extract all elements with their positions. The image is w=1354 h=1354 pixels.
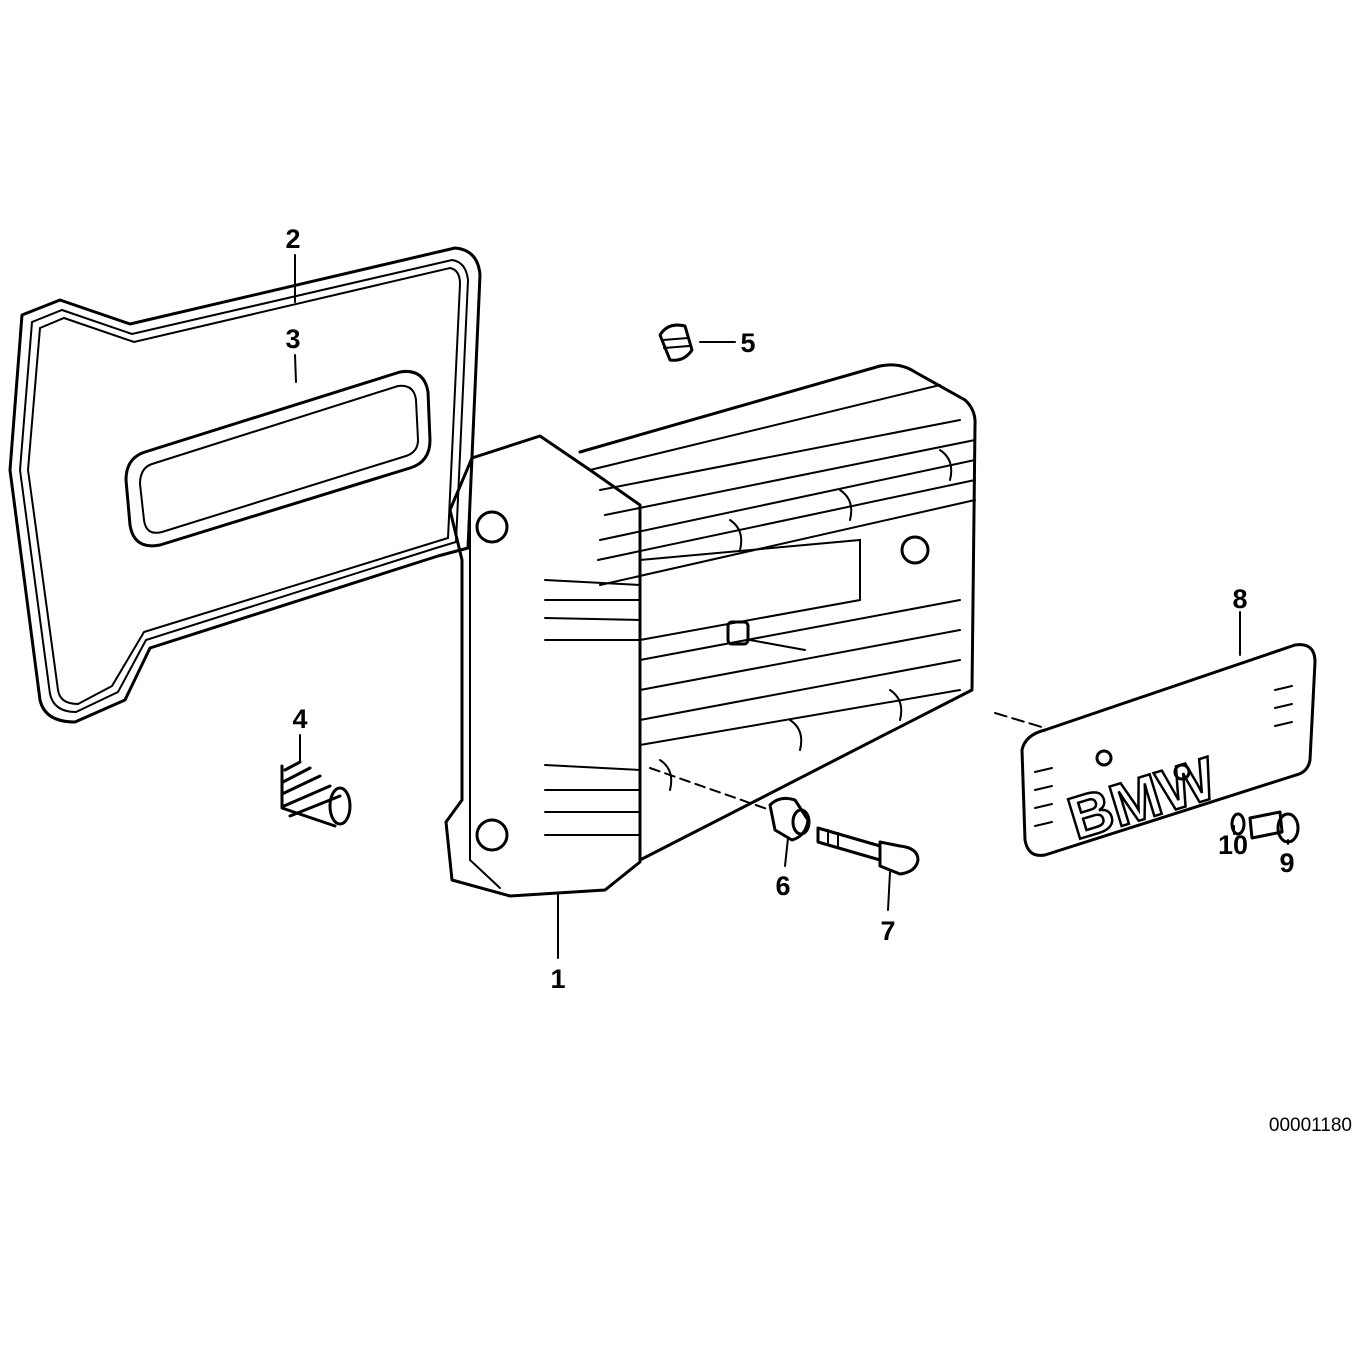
callout-4: 4: [292, 704, 307, 734]
callout-7: 7: [880, 916, 895, 946]
reference-number: 00001180: [1269, 1115, 1352, 1136]
part-4-spring[interactable]: [280, 760, 352, 828]
callout-2: 2: [285, 224, 300, 254]
bmw-logo: BMW: [1061, 744, 1224, 852]
part-1-valve-cover[interactable]: [444, 363, 977, 898]
part-10-washer[interactable]: [1230, 812, 1246, 836]
callout-leaders: [294, 254, 1289, 959]
part-3-inner-gasket[interactable]: [124, 369, 432, 548]
callout-6: 6: [775, 871, 790, 901]
callout-9: 9: [1279, 848, 1294, 878]
callout-5: 5: [740, 328, 755, 358]
part-7-bolt[interactable]: [816, 826, 920, 876]
callout-1: 1: [550, 964, 565, 994]
part-2-outer-gasket[interactable]: [8, 246, 482, 724]
callout-8: 8: [1232, 584, 1247, 614]
callout-10: 10: [1218, 830, 1248, 860]
part-6-grommet[interactable]: [649, 767, 811, 842]
part-8-bmw-plate[interactable]: BMW: [994, 643, 1317, 857]
part-5-clip[interactable]: [658, 323, 694, 362]
callout-3: 3: [285, 324, 300, 354]
part-9-screw[interactable]: [1248, 810, 1300, 844]
